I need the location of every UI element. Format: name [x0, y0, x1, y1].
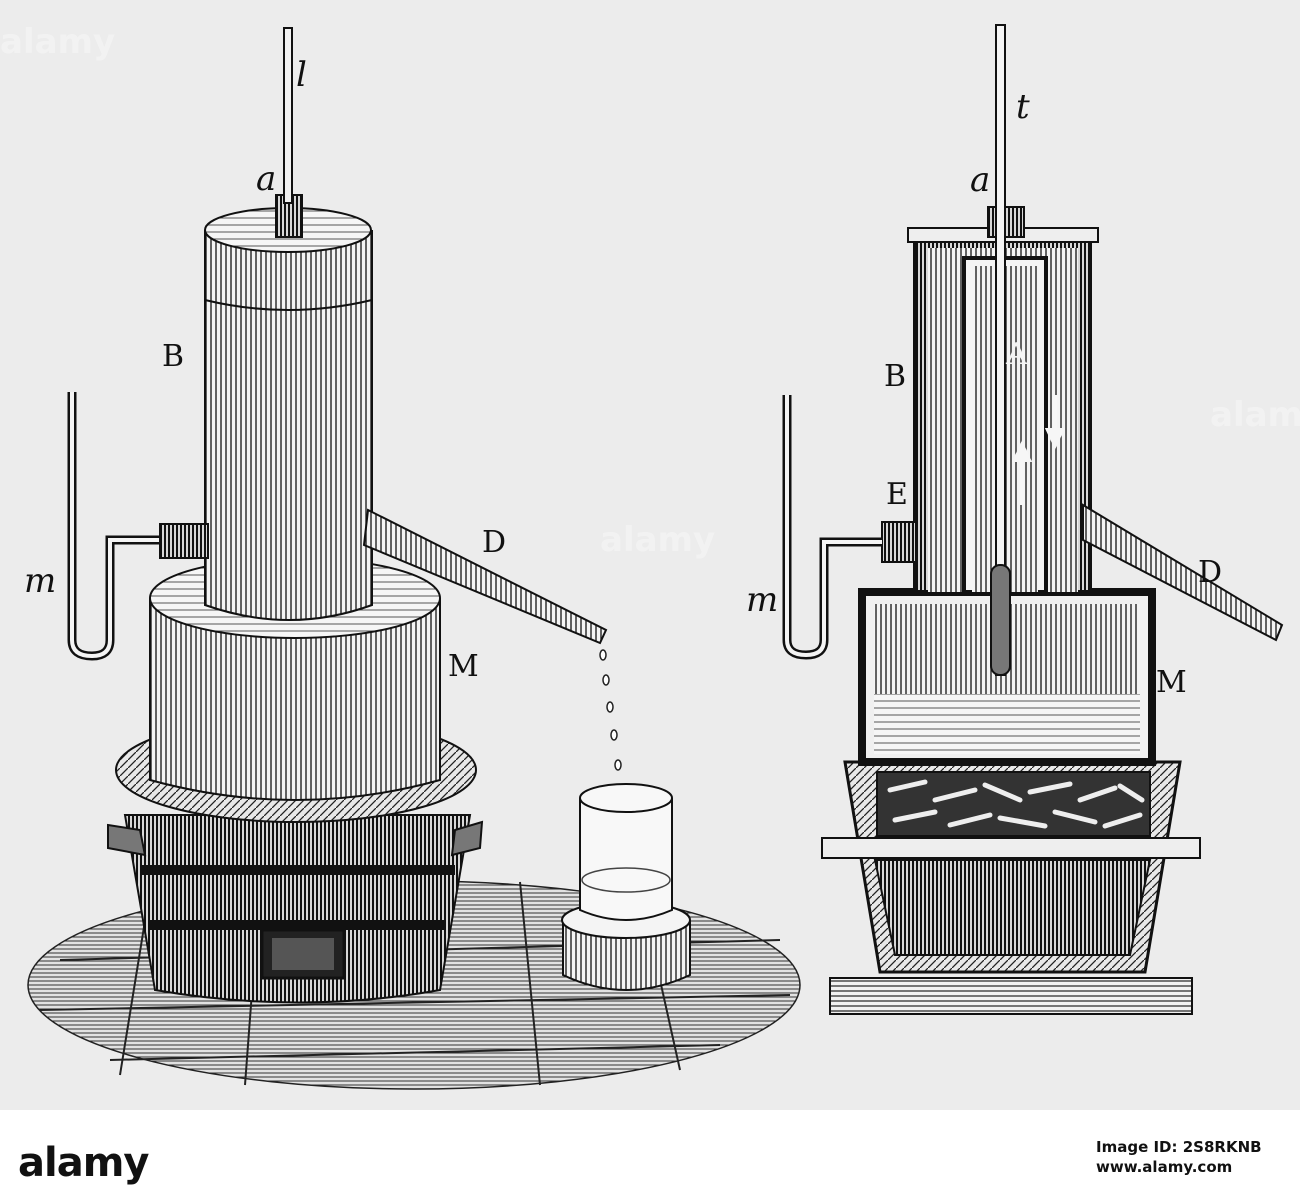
grate-ledge: [821, 837, 1201, 859]
label-d-left: D: [482, 525, 507, 560]
label-l: l: [296, 55, 307, 95]
furnace-handle-right: [450, 820, 484, 857]
label-m-manometer-left: m: [24, 561, 57, 601]
furnace-body: [123, 814, 472, 1004]
flow-arrows: [1011, 395, 1066, 505]
outlet-pipe-d: [362, 508, 608, 645]
manometer-m: [67, 392, 160, 661]
charcoal-pieces: [887, 779, 1145, 829]
collecting-glass: [579, 798, 673, 921]
furnace-handle-left: [107, 823, 147, 857]
label-t: t: [1016, 87, 1030, 127]
outlet-pipe-d-section: [1082, 503, 1284, 642]
engraving-plate: l a B D M m t a A B E D M m alamy alamy …: [0, 0, 1300, 1110]
right-apparatus-section: [782, 24, 1284, 1015]
label-a-right: a: [970, 160, 991, 200]
watermark: alamy: [600, 520, 716, 560]
label-m-bath-right: M: [1156, 665, 1187, 700]
watermark: alamy: [0, 22, 116, 62]
site-url: www.alamy.com: [1096, 1158, 1233, 1176]
glass-stand: [562, 920, 691, 991]
fitting-e: [881, 521, 917, 563]
image-id: Image ID: 2S8RKNB: [1096, 1138, 1262, 1156]
watermark: alamy: [1210, 395, 1300, 435]
label-a-left: a: [256, 159, 277, 199]
boiler-b: [204, 230, 373, 621]
ash-pit: [873, 859, 1152, 956]
label-b-left: B: [162, 339, 185, 374]
stopper-a: [275, 194, 303, 238]
left-apparatus: [27, 27, 801, 1090]
thermometer-tube-l: [283, 27, 293, 204]
label-d-right: D: [1198, 555, 1223, 590]
label-a-inner: A: [1006, 337, 1028, 372]
label-m-manometer-right: m: [746, 580, 779, 620]
label-m-bath-left: M: [448, 649, 479, 684]
thermometer-bulb: [990, 564, 1011, 676]
apparatus-illustration: [27, 24, 1284, 1090]
label-e: E: [886, 477, 908, 512]
brand-logo: alamy: [18, 1140, 149, 1186]
stock-footer: [0, 1110, 1300, 1199]
water-bath-m: [149, 598, 441, 801]
label-b-right: B: [884, 359, 907, 394]
base-slab: [829, 977, 1193, 1015]
